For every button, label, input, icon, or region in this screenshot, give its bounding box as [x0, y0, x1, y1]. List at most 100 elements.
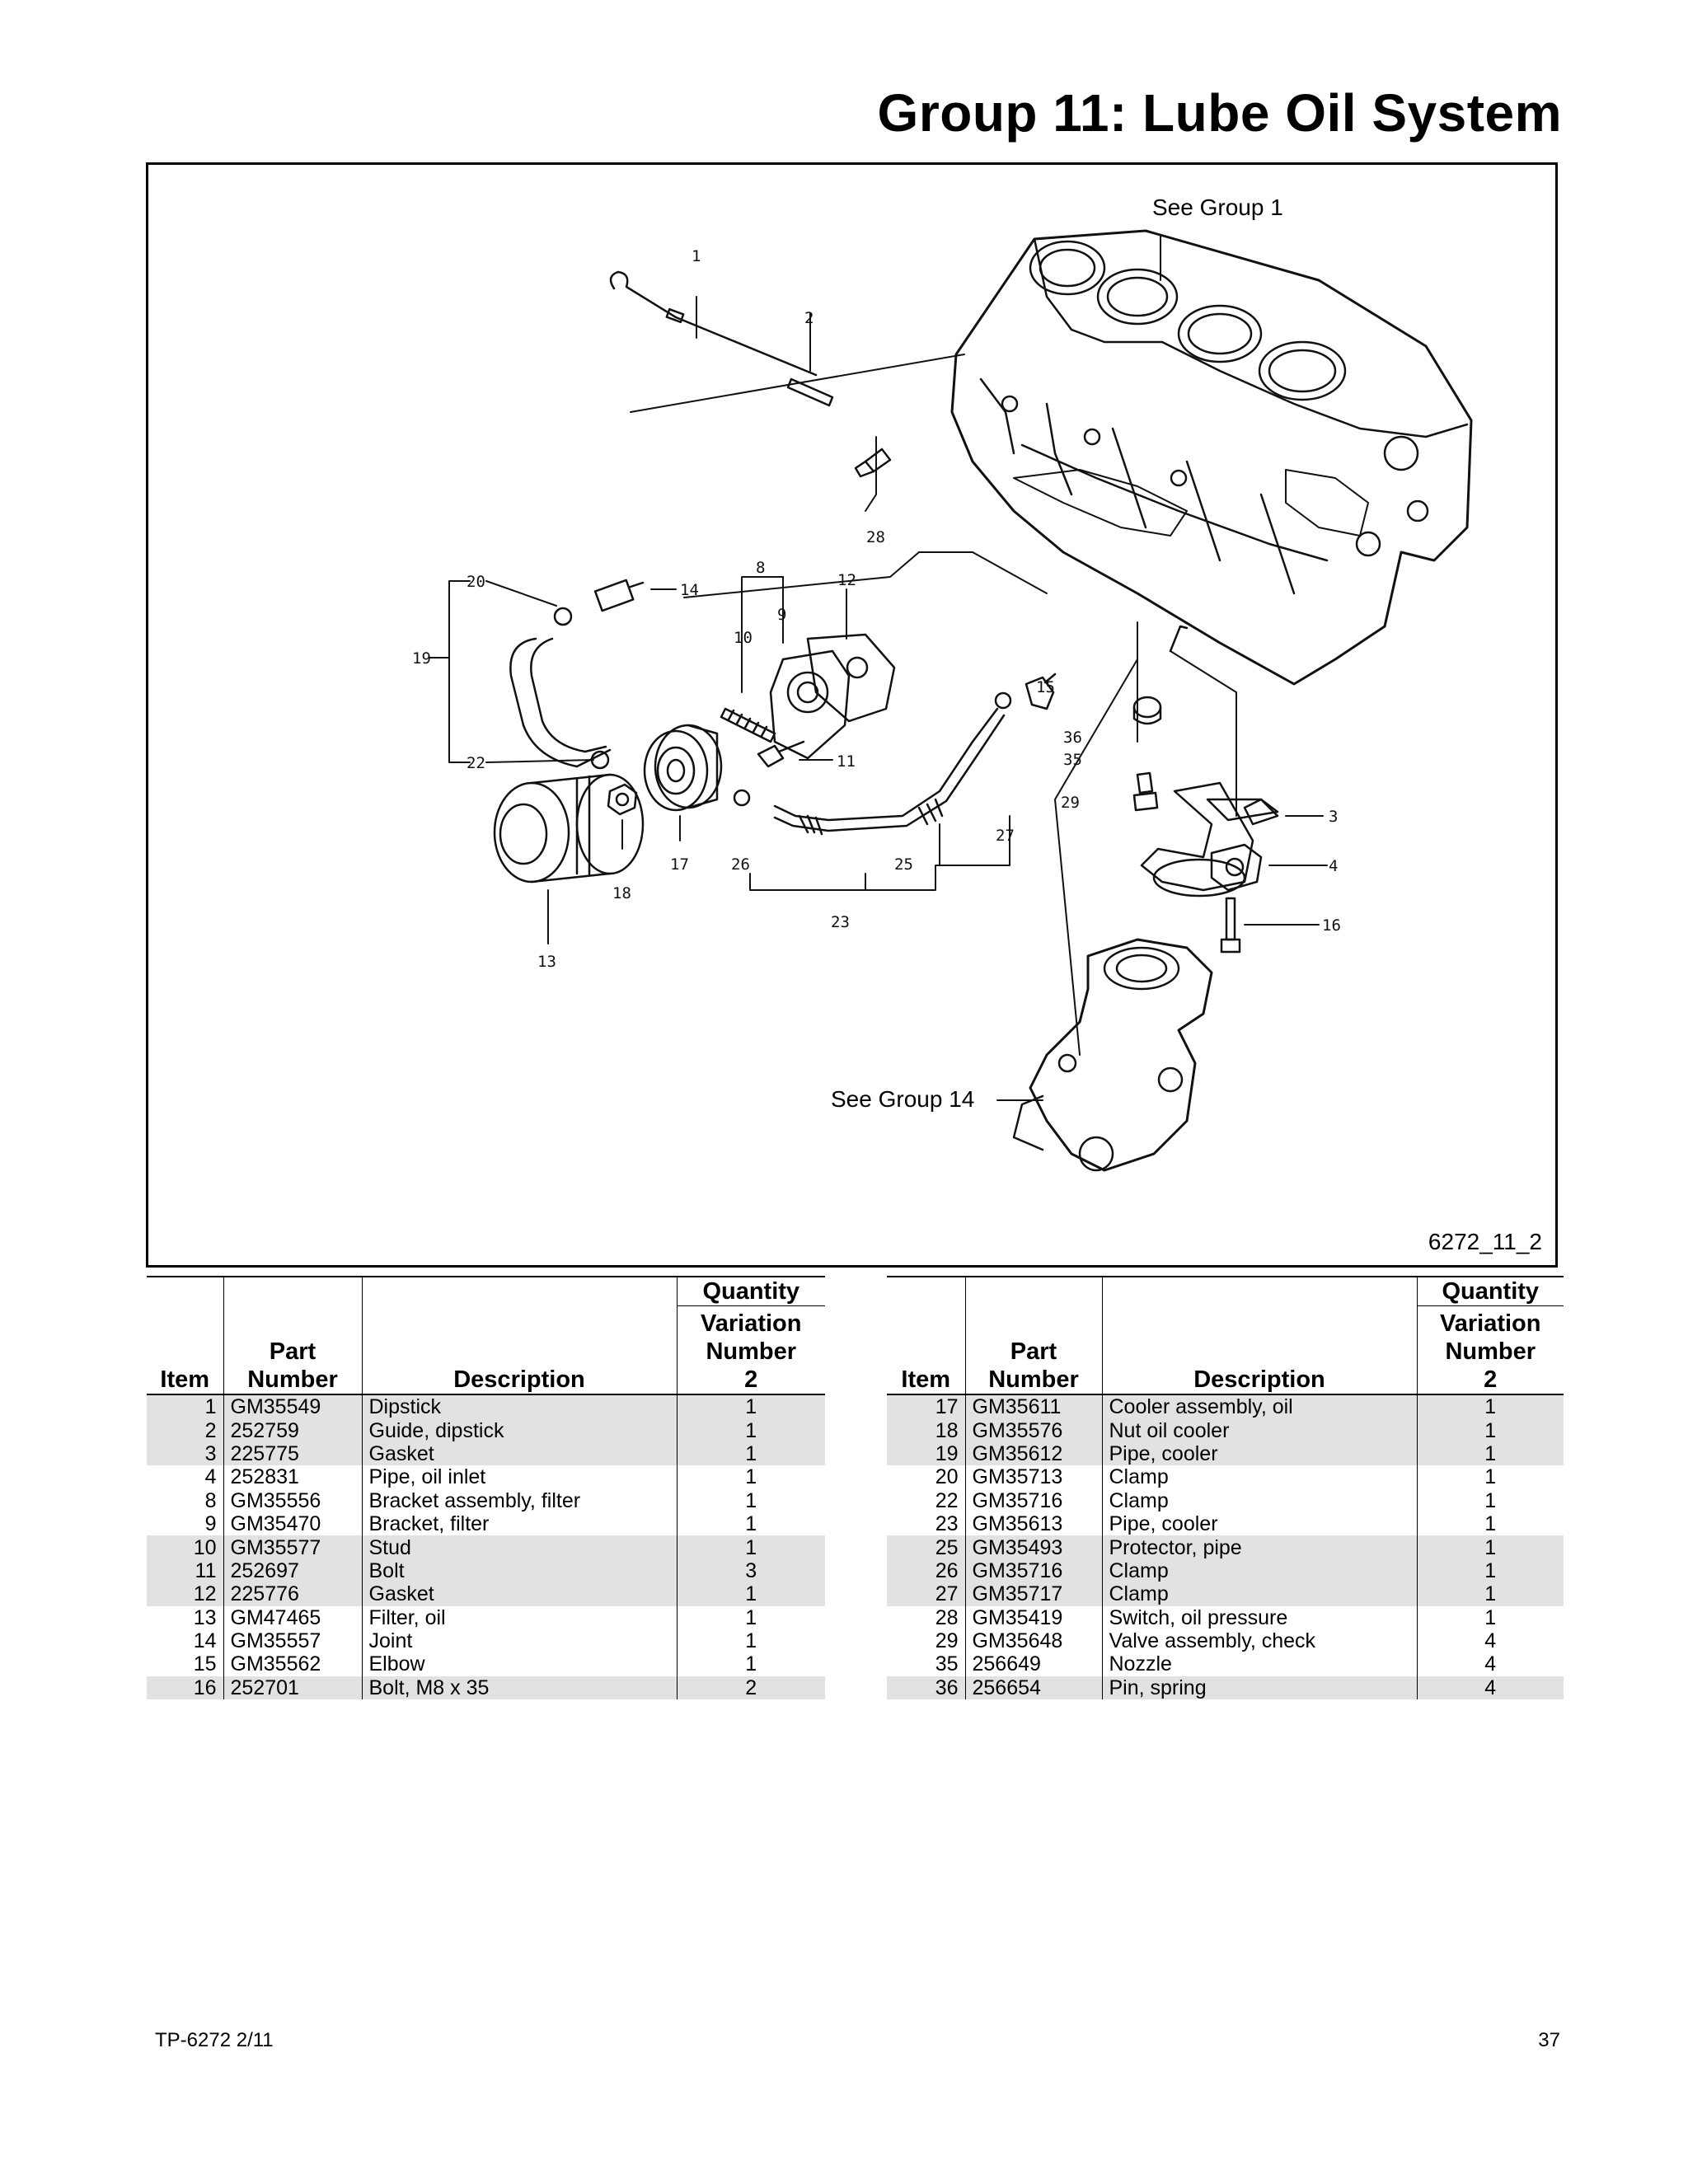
callout-1: 1 — [692, 247, 701, 265]
callout-20: 20 — [467, 573, 485, 591]
description-cell: Gasket — [361, 1582, 677, 1606]
filter-bracket-drawing — [769, 649, 851, 760]
part-number-cell: GM35716 — [964, 1558, 1102, 1583]
callout-8: 8 — [756, 559, 765, 577]
item-cell: 13 — [193, 1605, 217, 1629]
elbow-drawing — [1025, 673, 1057, 710]
part-number-cell: GM35557 — [223, 1629, 362, 1653]
callout-19: 19 — [412, 649, 431, 668]
water-pump-drawing — [1012, 938, 1213, 1172]
item-cell: 11 — [147, 1558, 223, 1583]
part-number-cell: GM47465 — [223, 1605, 362, 1629]
description-cell: Pipe, cooler — [1101, 1511, 1417, 1536]
part-number-cell: 225775 — [223, 1441, 362, 1466]
cooler-pipe-drawing — [773, 707, 1006, 836]
oil-inlet-pipe-drawing — [1140, 781, 1279, 898]
part-number-cell: GM35562 — [223, 1652, 362, 1676]
description-cell: Cooler assembly, oil — [1101, 1394, 1417, 1419]
description-cell: Pipe, oil inlet — [361, 1465, 677, 1489]
part-number-cell: GM35419 — [964, 1605, 1102, 1629]
item-cell: 29 — [935, 1629, 959, 1653]
quantity-cell: 1 — [676, 1394, 825, 1419]
item-cell: 2 — [147, 1418, 223, 1442]
item-cell: 23 — [935, 1512, 959, 1536]
item-cell: 9 — [204, 1512, 217, 1536]
quantity-header: Quantity — [676, 1276, 825, 1306]
quantity-cell: 4 — [1416, 1652, 1564, 1676]
callout-13: 13 — [537, 953, 556, 971]
part-number-cell: GM35493 — [964, 1535, 1102, 1559]
description-cell: Pipe, cooler — [1101, 1441, 1417, 1466]
part-number-cell: GM35648 — [964, 1629, 1102, 1653]
part-number-cell: 256649 — [964, 1652, 1102, 1676]
item-cell: 35 — [935, 1652, 959, 1676]
leader-lines — [630, 234, 1237, 1056]
part-number-cell: 256654 — [964, 1675, 1102, 1700]
part-number-cell: 225776 — [223, 1582, 362, 1606]
quantity-cell: 1 — [676, 1488, 825, 1512]
quantity-cell: 1 — [1416, 1418, 1564, 1442]
callout-26: 26 — [731, 855, 750, 874]
item-header: Item — [147, 1276, 223, 1395]
part-number-cell: 252759 — [223, 1418, 362, 1442]
quantity-cell: 2 — [676, 1675, 825, 1700]
nozzle-drawing — [1132, 625, 1189, 725]
quantity-cell: 1 — [676, 1418, 825, 1442]
description-cell: Switch, oil pressure — [1101, 1605, 1417, 1629]
flange-drawing — [1210, 843, 1263, 892]
description-cell: Guide, dipstick — [361, 1418, 677, 1442]
callout-36: 36 — [1063, 729, 1082, 747]
item-cell: 19 — [887, 1441, 965, 1466]
part-number-cell: GM35549 — [223, 1394, 362, 1419]
oil-filter-drawing — [493, 773, 645, 883]
see-group-14-label: See Group 14 — [831, 1086, 975, 1112]
description-cell: Pin, spring — [1101, 1675, 1417, 1700]
callout-3: 3 — [1329, 808, 1338, 826]
part-number-cell: GM35577 — [223, 1535, 362, 1559]
callout-17: 17 — [670, 855, 689, 874]
joint-drawing — [553, 579, 645, 626]
item-cell: 26 — [887, 1558, 965, 1583]
callout-23: 23 — [831, 913, 850, 931]
part-number-cell: GM35576 — [964, 1418, 1102, 1442]
quantity-cell: 1 — [1416, 1535, 1564, 1559]
description-cell: Clamp — [1101, 1582, 1417, 1606]
callout-35: 35 — [1063, 751, 1082, 769]
quantity-cell: 1 — [1416, 1605, 1564, 1629]
item-cell: 28 — [935, 1605, 959, 1629]
description-cell: Stud — [361, 1535, 677, 1559]
description-cell: Gasket — [361, 1441, 677, 1466]
page-title: Group 11: Lube Oil System — [877, 83, 1562, 143]
description-cell: Valve assembly, check — [1101, 1629, 1417, 1653]
description-cell: Nut oil cooler — [1101, 1418, 1417, 1442]
quantity-header: Quantity — [1416, 1276, 1564, 1306]
oil-inlet-gasket-drawing — [1206, 798, 1279, 822]
item-cell: 20 — [935, 1465, 959, 1489]
exploded-view-figure: 1 2 28 20 14 19 22 8 9 10 12 11 17 13 18… — [146, 162, 1558, 1268]
quantity-cell: 1 — [676, 1511, 825, 1536]
callout-28: 28 — [866, 528, 885, 546]
part-number-cell: 252697 — [223, 1558, 362, 1583]
quantity-cell: 1 — [1416, 1558, 1564, 1583]
check-valve-drawing — [1132, 771, 1159, 812]
callout-11: 11 — [837, 752, 856, 771]
item-cell: 8 — [204, 1488, 217, 1512]
callout-15: 15 — [1036, 678, 1055, 696]
bolt-drawing — [757, 740, 805, 768]
nut-drawing — [607, 783, 638, 816]
